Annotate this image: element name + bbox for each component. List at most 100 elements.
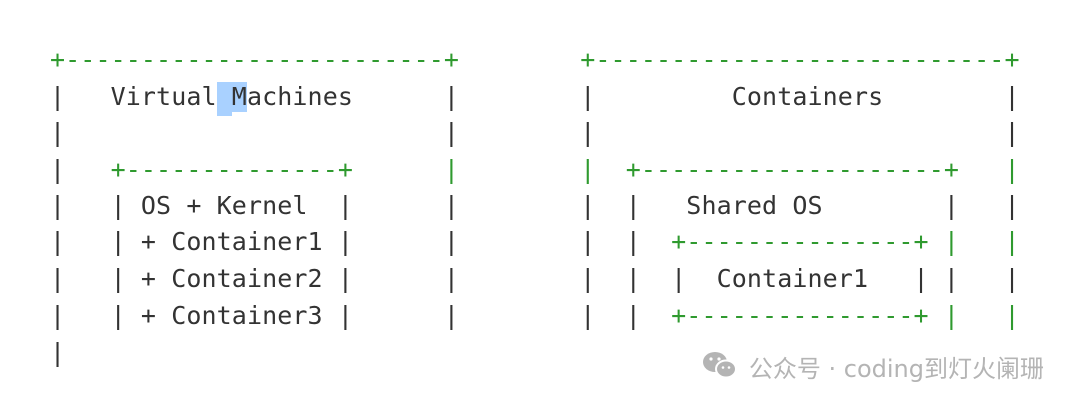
shared-os-box-left-border: | <box>625 191 641 220</box>
vm-inner-box-line: n <box>262 227 278 256</box>
container-box-label: t <box>762 264 778 293</box>
containers-box-top-border: - <box>883 45 899 74</box>
container-box-bottom-border: - <box>777 301 793 330</box>
containers-box-top-border: - <box>837 45 853 74</box>
vm-inner-box-top-border: - <box>216 155 232 184</box>
shared-os-title: O <box>792 191 808 220</box>
containers-box-top-border: - <box>686 45 702 74</box>
shared-os-box-right-border: | <box>943 227 959 256</box>
vm-inner-box-line: a <box>231 227 247 256</box>
container-box-bottom-border: - <box>883 301 899 330</box>
vm-box-top-border: - <box>307 45 323 74</box>
vm-box-top-border: + <box>443 45 459 74</box>
vm-inner-box-line: n <box>201 227 217 256</box>
containers-box-top-border: - <box>807 45 823 74</box>
vm-inner-box-right-border: | <box>337 227 353 256</box>
vm-box-right-border: | <box>443 155 459 184</box>
containers-box-top-border: - <box>701 45 717 74</box>
vm-inner-box-top-border: + <box>110 155 126 184</box>
containers-box-top-border: - <box>777 45 793 74</box>
container-box-bottom-border: - <box>822 301 838 330</box>
containers-box-top-border: - <box>852 45 868 74</box>
containers-title: s <box>868 82 884 111</box>
shared-os-box-top-border: - <box>701 155 717 184</box>
containers-box-left-border: | <box>580 118 596 147</box>
shared-os-title: e <box>746 191 762 220</box>
containers-title: n <box>762 82 778 111</box>
vm-box-top-border: - <box>80 45 96 74</box>
vm-inner-box-top-border: + <box>337 155 353 184</box>
vm-box-top-border: - <box>262 45 278 74</box>
vm-inner-box-line: 3 <box>307 301 323 330</box>
container-box-top-border: - <box>716 227 732 256</box>
vm-inner-box-line: + <box>140 301 156 330</box>
container-box-top-border: - <box>762 227 778 256</box>
container-box-bottom-border: - <box>716 301 732 330</box>
vm-box-top-border: - <box>156 45 172 74</box>
container-box-bottom-border: - <box>868 301 884 330</box>
vm-inner-box-line: o <box>186 227 202 256</box>
shared-os-box-top-border: - <box>913 155 929 184</box>
shared-os-title: S <box>686 191 702 220</box>
vm-inner-box-top-border: - <box>292 155 308 184</box>
vm-inner-box-line: e <box>277 301 293 330</box>
containers-box-right-border: | <box>1004 82 1020 111</box>
vm-box-top-border: + <box>50 45 66 74</box>
vm-box-right-border: | <box>443 191 459 220</box>
vm-inner-box-line: o <box>186 301 202 330</box>
shared-os-box-top-border: - <box>868 155 884 184</box>
vm-title: i <box>292 82 308 111</box>
vm-inner-box-line: t <box>216 227 232 256</box>
vm-box-top-border: - <box>216 45 232 74</box>
vm-box-top-border: - <box>368 45 384 74</box>
shared-os-box-top-border: - <box>792 155 808 184</box>
shared-os-box-top-border: - <box>671 155 687 184</box>
shared-os-box-top-border: - <box>807 155 823 184</box>
vm-box-top-border: - <box>383 45 399 74</box>
container-box-top-border: - <box>746 227 762 256</box>
shared-os-box-top-border: - <box>898 155 914 184</box>
vm-title: h <box>277 82 293 111</box>
containers-box-top-border: - <box>746 45 762 74</box>
containers-box-top-border: - <box>792 45 808 74</box>
container-box-bottom-border: - <box>898 301 914 330</box>
vm-inner-box-line: t <box>216 301 232 330</box>
vm-box-left-border: | <box>50 264 66 293</box>
vm-inner-box-line: e <box>277 227 293 256</box>
vm-inner-box-line: r <box>292 301 308 330</box>
vm-inner-box-line: e <box>231 191 247 220</box>
containers-title: a <box>792 82 808 111</box>
shared-os-box-top-border: + <box>625 155 641 184</box>
container-box-label: n <box>807 264 823 293</box>
containers-box-top-border: - <box>959 45 975 74</box>
shared-os-box-right-border: | <box>943 301 959 330</box>
container-box-top-border: + <box>913 227 929 256</box>
vm-box-left-border: | <box>50 191 66 220</box>
containers-title: i <box>807 82 823 111</box>
vm-inner-box-right-border: | <box>337 264 353 293</box>
vm-inner-box-line: i <box>246 301 262 330</box>
vm-inner-box-top-border: - <box>201 155 217 184</box>
vm-inner-box-line: r <box>292 227 308 256</box>
vm-box-top-border: - <box>428 45 444 74</box>
vm-box-top-border: - <box>353 45 369 74</box>
vm-box-top-border: - <box>125 45 141 74</box>
containers-box-left-border: | <box>580 191 596 220</box>
vm-inner-box-left-border: | <box>110 227 126 256</box>
containers-title: r <box>852 82 868 111</box>
shared-os-box-top-border: - <box>746 155 762 184</box>
containers-box-top-border: - <box>868 45 884 74</box>
containers-box-top-border: - <box>656 45 672 74</box>
shared-os-title: r <box>731 191 747 220</box>
containers-box-top-border: + <box>580 45 596 74</box>
containers-box-top-border: - <box>716 45 732 74</box>
vm-box-top-border: - <box>95 45 111 74</box>
containers-box-top-border: + <box>1004 45 1020 74</box>
shared-os-box-top-border: - <box>928 155 944 184</box>
containers-title: e <box>837 82 853 111</box>
vm-box-top-border: - <box>186 45 202 74</box>
containers-box-right-border: | <box>1004 301 1020 330</box>
containers-box-top-border: - <box>625 45 641 74</box>
vm-box-top-border: - <box>140 45 156 74</box>
vm-inner-box-top-border: - <box>262 155 278 184</box>
